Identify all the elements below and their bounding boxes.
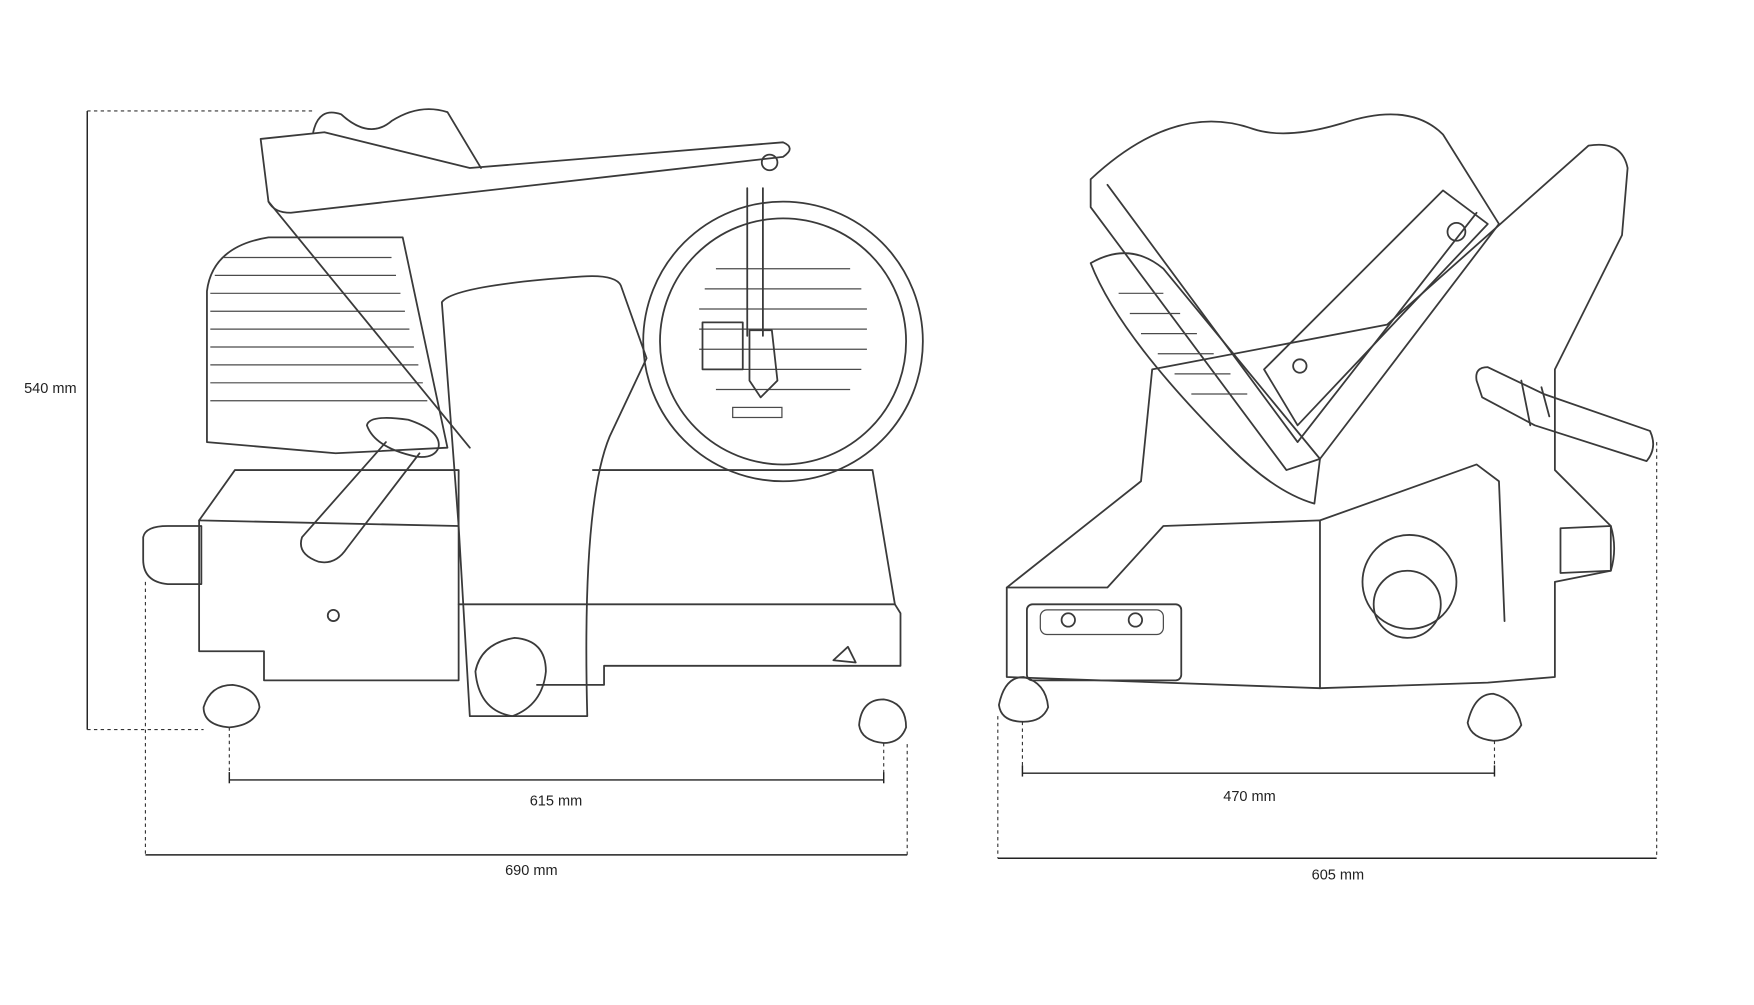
dimension-side-total-width: 690 mm: [144, 581, 908, 879]
dimension-height: 540 mm: [24, 110, 314, 731]
dimension-front-total-width: 605 mm: [997, 442, 1658, 883]
slicer-side-view: [142, 108, 924, 744]
height-label: 540 mm: [24, 381, 77, 397]
dimension-front-feet-span: 470 mm: [1021, 721, 1496, 805]
dimension-side-feet-span: 615 mm: [228, 727, 885, 810]
front-feet-span-label: 470 mm: [1223, 789, 1276, 805]
front-total-width-label: 605 mm: [1312, 867, 1365, 883]
side-feet-span-label: 615 mm: [530, 794, 583, 810]
slicer-front-view: [998, 113, 1655, 742]
side-total-width-label: 690 mm: [505, 863, 558, 879]
